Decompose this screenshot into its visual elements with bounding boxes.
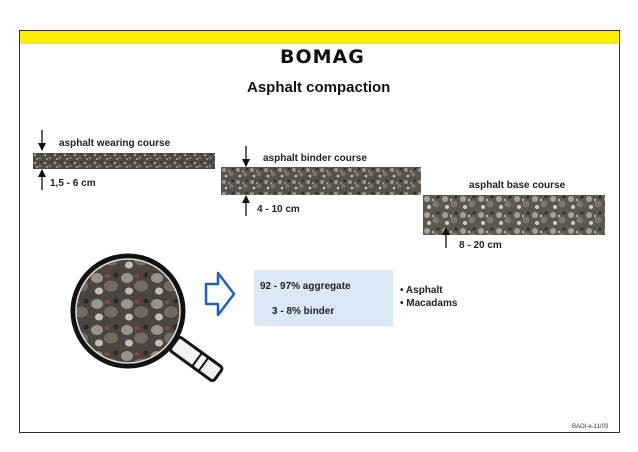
binder-course-texture <box>221 167 421 195</box>
composition-box: 92 - 97% aggregate 3 - 8% binder <box>254 270 393 326</box>
aggregate-share: 92 - 97% aggregate <box>260 281 351 292</box>
thickness-arrow-down-icon <box>242 146 250 167</box>
list-item: • Macadams <box>400 298 458 309</box>
slide-frame <box>19 30 620 433</box>
thickness-arrow-up-icon <box>242 195 250 216</box>
base-course-label: asphalt base course <box>469 180 566 191</box>
wearing-course-texture <box>33 153 215 169</box>
header-bar <box>19 30 620 44</box>
arrow-right-icon <box>204 271 236 317</box>
list-item: • Asphalt <box>400 285 443 296</box>
binder-course-label: asphalt binder course <box>263 153 367 164</box>
thickness-arrow-up-icon <box>38 169 46 190</box>
wearing-thickness: 1,5 - 6 cm <box>50 178 96 189</box>
material-list: • Asphalt • Macadams <box>400 284 457 310</box>
thickness-arrow-down-icon <box>38 130 46 151</box>
binder-share: 3 - 8% binder <box>272 306 335 317</box>
footer-code: BAOI-e-11/03 <box>572 424 609 430</box>
wearing-course-label: asphalt wearing course <box>59 138 171 149</box>
base-course-texture <box>423 195 605 235</box>
binder-thickness: 4 - 10 cm <box>257 204 300 215</box>
thickness-arrow-up-icon <box>442 227 450 248</box>
page-title: Asphalt compaction <box>247 79 391 96</box>
base-thickness: 8 - 20 cm <box>459 240 502 251</box>
bomag-logo: BOMAG <box>280 46 365 68</box>
magnifier-icon <box>70 253 224 383</box>
